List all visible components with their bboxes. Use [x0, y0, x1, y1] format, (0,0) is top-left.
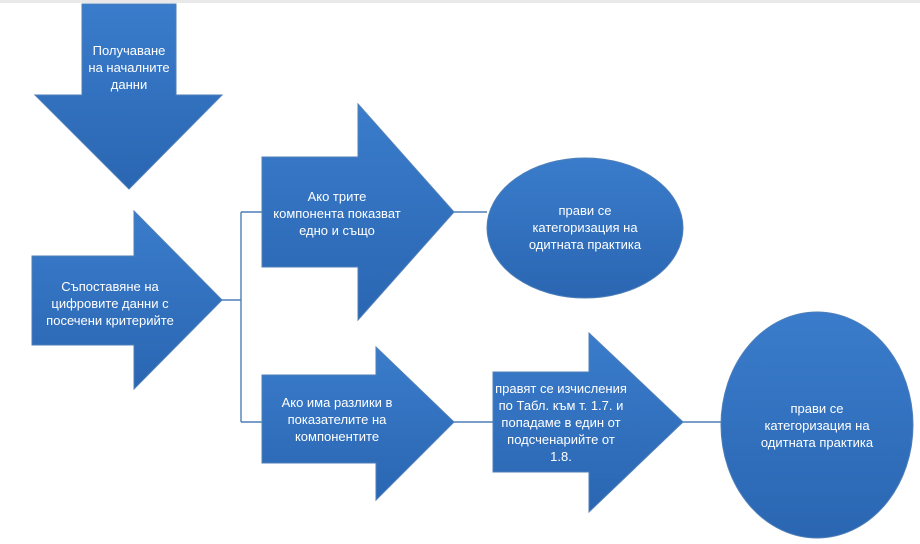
start-down-arrow — [33, 3, 224, 190]
result-bottom-label: прави се категоризация на одитната практ… — [760, 400, 874, 450]
result-top-label: прави се категоризация на одитната практ… — [528, 202, 642, 252]
compare-arrow — [31, 209, 223, 391]
same-label: Ако трите компонента показват едно и същ… — [273, 188, 401, 238]
diff-arrow — [261, 345, 455, 502]
top-border — [0, 0, 920, 3]
calc-label: правят се изчисления по Табл. към т. 1.7… — [495, 380, 627, 464]
diff-label: Ако има разлики в показателите на компон… — [281, 394, 393, 444]
result-bottom-ellipse — [720, 311, 914, 539]
same-arrow — [261, 102, 455, 322]
result-top-ellipse — [486, 157, 684, 299]
compare-label: Съпоставяне на цифровите данни с посечен… — [46, 278, 174, 328]
connectors — [221, 211, 721, 423]
start-label: Получаване на началните данни — [88, 42, 170, 92]
calc-arrow — [492, 331, 684, 514]
